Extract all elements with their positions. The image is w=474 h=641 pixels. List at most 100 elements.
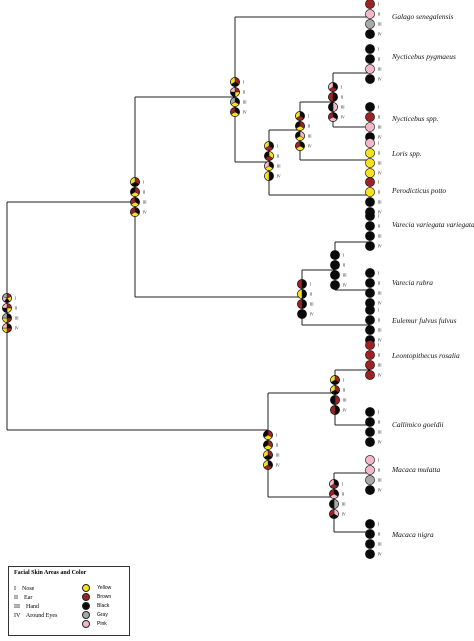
tip-area-1-pie [365, 407, 375, 417]
tip-area-1-pie [365, 519, 375, 529]
area-numeral: III [310, 301, 315, 306]
area-numeral: II [378, 419, 381, 424]
legend-color-label: Brown [97, 594, 112, 600]
area-numeral: II [378, 114, 381, 119]
tip-area-2-pie [365, 9, 375, 19]
state-slice [365, 455, 375, 465]
state-slice [301, 299, 307, 309]
tip-area-4-pie [365, 549, 375, 559]
state-slice [332, 92, 338, 102]
taxon-label: Perodicticus potto [391, 186, 446, 195]
tip-area-1-pie [365, 138, 375, 148]
legend-area-label: Ear [24, 595, 33, 601]
area-numeral: III [378, 124, 383, 129]
state-outline [330, 395, 340, 405]
state-slice [365, 112, 375, 122]
brown-swatch [82, 593, 90, 601]
state-outline [329, 499, 339, 509]
state-outline [328, 102, 338, 112]
tip-area-2-pie [365, 148, 375, 158]
tree-branches [6, 16, 370, 533]
state-slice [301, 289, 307, 299]
tip-area-2-pie [365, 278, 375, 288]
area-numeral: II [378, 150, 381, 155]
state-outline [230, 77, 240, 87]
node-varecia-area-4-pie [330, 280, 340, 290]
area-numeral: I [343, 252, 345, 257]
state-outline [263, 440, 273, 450]
node-strepsirrhini-area-4-pie [130, 207, 140, 217]
taxon-label: Galago senegalensis [392, 12, 454, 21]
area-numeral: III [308, 133, 313, 138]
state-slice [365, 268, 375, 278]
node-lemuridae-area-2-pie [297, 289, 307, 299]
node-lorisidae-area-1-pie [264, 141, 274, 151]
area-numeral: II [378, 189, 381, 194]
legend-area-item: III Hand [14, 604, 39, 610]
area-numeral: IV [378, 243, 382, 248]
area-numeral: II [378, 280, 381, 285]
tip-area-1-pie [365, 177, 375, 187]
area-numeral: I [308, 113, 310, 118]
node-lemuridae-area-1-pie [297, 279, 307, 289]
state-outline [230, 107, 240, 117]
state-outline [295, 131, 305, 141]
legend-area-number: IV [14, 613, 21, 619]
state-slice [330, 250, 340, 260]
area-numeral: I [378, 457, 380, 462]
tip-area-2-pie [365, 417, 375, 427]
node-varecia-area-1-pie [330, 250, 340, 260]
black-swatch [82, 602, 90, 610]
state-slice [297, 299, 303, 309]
state-slice [365, 519, 375, 529]
node-callitrichidae-area-3-pie [330, 395, 340, 405]
tip-area-2-pie [365, 112, 375, 122]
node-callitrichidae-area-2-pie [330, 385, 340, 395]
state-slice [301, 279, 307, 289]
tip-area-1-pie [365, 0, 375, 9]
area-numeral: IV [378, 31, 382, 36]
area-numeral: I [378, 1, 380, 6]
state-slice [365, 138, 375, 148]
state-outline [297, 279, 307, 289]
area-numeral: I [378, 307, 380, 312]
tip-area-4-pie [365, 241, 375, 251]
node-lorisoidea-area-1-pie [230, 77, 240, 87]
state-outline [264, 171, 274, 181]
area-numeral: IV [378, 487, 382, 492]
area-numeral: I [343, 377, 345, 382]
tip-area-3-pie [365, 158, 375, 168]
state-outline [2, 293, 12, 303]
state-slice [365, 29, 375, 39]
node-anthropoidea-area-1-pie [263, 430, 273, 440]
state-slice [365, 158, 375, 168]
node-anthropoidea-area-3-pie [263, 450, 273, 460]
tip-area-2-pie [365, 187, 375, 197]
state-outline [264, 141, 274, 151]
state-slice [365, 44, 375, 54]
node-root-area-3-pie [2, 313, 12, 323]
yellow-swatch [82, 584, 90, 592]
tip-area-3-pie [365, 325, 375, 335]
tip-area-3-pie [365, 197, 375, 207]
state-slice [297, 279, 303, 289]
area-numeral: IV [343, 282, 347, 287]
node-slow-loris-loris-area-3-pie [295, 131, 305, 141]
state-slice [365, 221, 375, 231]
tip-area-1-pie [365, 305, 375, 315]
state-slice [365, 19, 375, 29]
tip-area-3-pie [365, 539, 375, 549]
area-numeral: III [378, 160, 383, 165]
legend-area-label: Nose [22, 586, 35, 592]
node-lorisidae-area-3-pie [264, 161, 274, 171]
legend-area-number: II [14, 595, 18, 601]
area-numeral: II [378, 467, 381, 472]
node-slow-loris-loris-area-1-pie [295, 111, 305, 121]
state-outline [329, 489, 339, 499]
node-lorisoidea-area-3-pie [230, 97, 240, 107]
area-numeral: I [378, 46, 380, 51]
node-anthropoidea-area-2-pie [263, 440, 273, 450]
state-outline [330, 375, 340, 385]
node-callitrichidae-area-4-pie [330, 405, 340, 415]
